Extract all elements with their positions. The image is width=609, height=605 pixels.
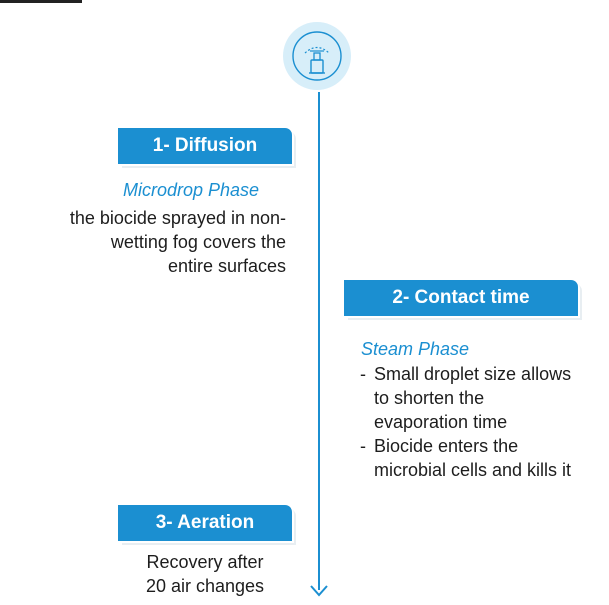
sprayer-device-icon	[283, 22, 351, 90]
bullet-dash: -	[360, 364, 366, 384]
step-3-description: Recovery after 20 air changes	[118, 550, 292, 598]
step-1-description: the biocide sprayed in non- wetting fog …	[20, 206, 286, 278]
arrow-down-icon	[310, 585, 328, 597]
desc-line: 20 air changes	[145, 576, 265, 596]
timeline-line	[318, 92, 320, 590]
bullet-line: Biocide enters the	[374, 436, 519, 456]
bullet-line: evaporation time	[374, 412, 508, 432]
desc-line: entire surfaces	[167, 256, 286, 276]
top-divider	[0, 0, 82, 3]
desc-line: the biocide sprayed in non-	[69, 208, 286, 228]
bullet-line: to shorten the	[374, 388, 485, 408]
step-1-phase: Microdrop Phase	[123, 180, 260, 200]
desc-line: wetting fog covers the	[110, 232, 286, 252]
step-1-title: 1- Diffusion	[118, 128, 292, 164]
bullet-line: microbial cells and kills it	[374, 460, 572, 480]
desc-line: Recovery after	[146, 552, 264, 572]
step-2-bullets: - Small droplet size allows to shorten t…	[360, 362, 609, 482]
bullet-line: Small droplet size allows	[374, 364, 572, 384]
step-2-phase: Steam Phase	[361, 339, 470, 359]
bullet-dash: -	[360, 436, 366, 456]
bullet-item: - Biocide enters the microbial cells and…	[360, 434, 609, 482]
bullet-item: - Small droplet size allows to shorten t…	[360, 362, 609, 434]
step-3-title: 3- Aeration	[118, 505, 292, 541]
step-2-title: 2- Contact time	[344, 280, 578, 316]
